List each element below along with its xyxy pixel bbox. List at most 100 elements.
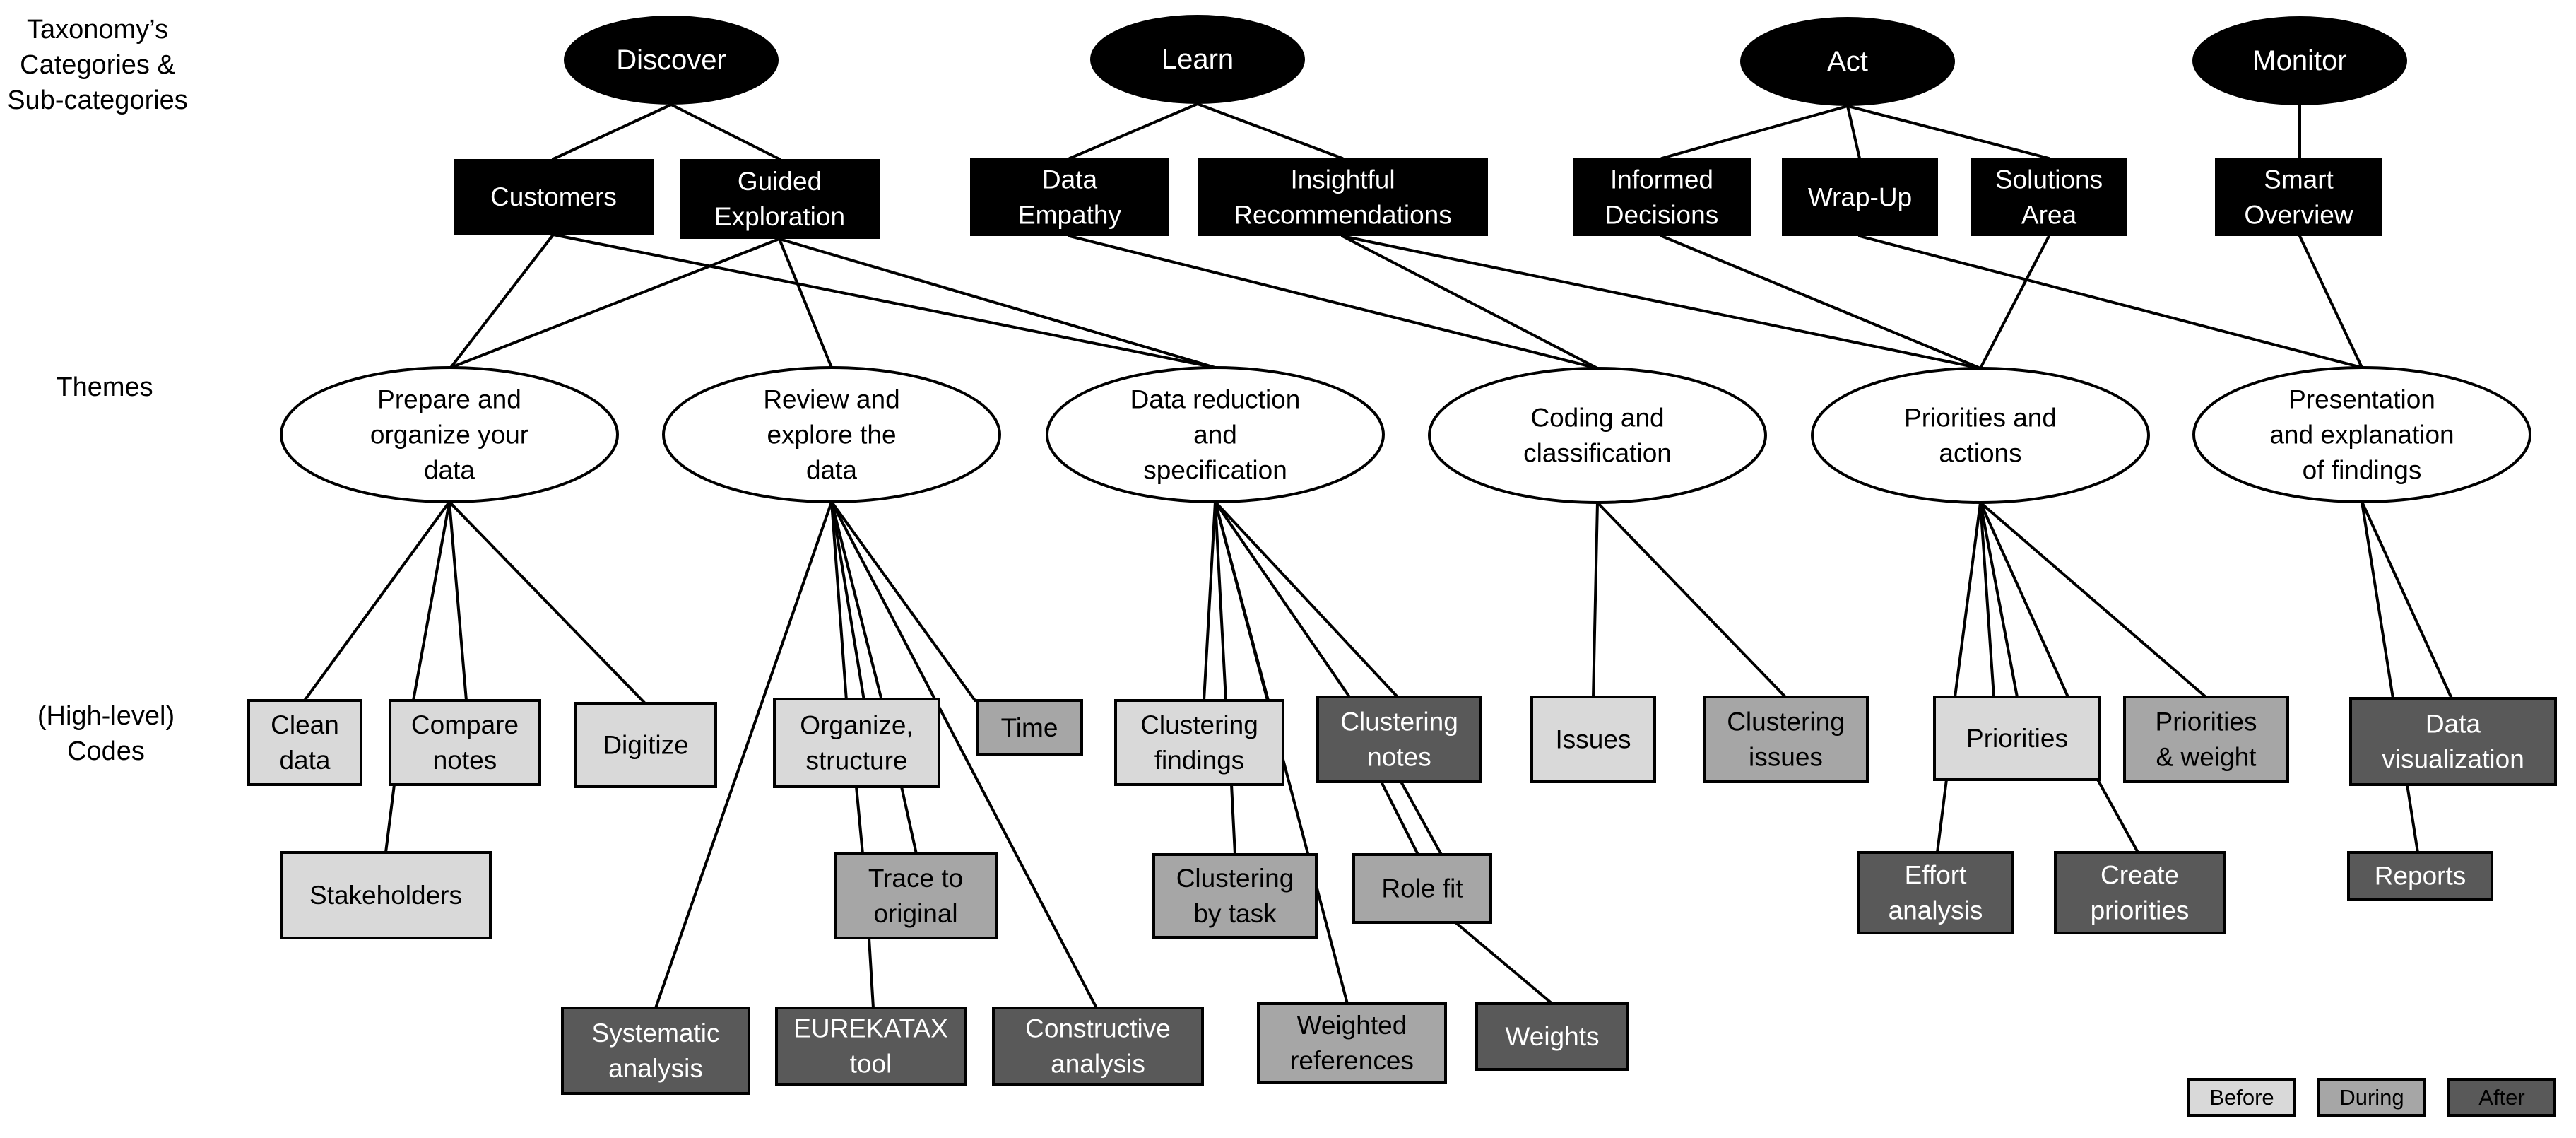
- code-label-line: Clean: [271, 710, 339, 739]
- subcategory-box: [1782, 158, 1938, 236]
- connector-line: [1979, 501, 2207, 698]
- connector-line: [1979, 501, 1995, 698]
- legend-item-before: Before: [2187, 1078, 2296, 1117]
- code-label: Priorities& weight: [2156, 708, 2257, 772]
- connector-line: [2298, 235, 2363, 369]
- code-label-line: notes: [1367, 743, 1431, 772]
- code-label: Weights: [1506, 1022, 1600, 1051]
- connector-line: [1380, 780, 1419, 856]
- code-priorities-weight: Priorities& weight: [2123, 696, 2289, 783]
- connector-line: [1068, 102, 1199, 160]
- connector-line: [1846, 105, 2050, 160]
- taxonomy-row-label-line: Sub-categories: [7, 86, 188, 115]
- code-label-line: by task: [1193, 899, 1277, 928]
- theme-label-line: organize your: [370, 421, 528, 450]
- theme-label-line: explore the: [767, 421, 896, 450]
- connector-line: [1596, 501, 1787, 698]
- code-label-line: Effort: [1905, 861, 1967, 890]
- code-box: [1933, 696, 2101, 781]
- code-box: [1316, 696, 1482, 783]
- code-label: Role fit: [1381, 874, 1463, 903]
- connector-line: [830, 500, 883, 702]
- code-box: [2347, 851, 2493, 901]
- connector-line: [1341, 235, 1982, 370]
- taxonomy-row-label-line: Categories &: [20, 50, 175, 80]
- code-label: Time: [1001, 713, 1058, 742]
- codes-row-label-line: (High-level): [37, 701, 175, 731]
- subcategory-label-line: Insightful: [1290, 165, 1395, 194]
- legend-label: After: [2478, 1085, 2524, 1110]
- category-label: Learn: [1162, 44, 1234, 75]
- code-box: [1114, 699, 1284, 786]
- connector-line: [855, 785, 864, 855]
- category-ellipse: [2192, 16, 2407, 105]
- subcategory-label-line: Empathy: [1018, 201, 1122, 230]
- subcategory-label-line: Overview: [2244, 201, 2353, 230]
- code-label-line: Weighted: [1297, 1011, 1407, 1040]
- connector-line: [1979, 235, 2050, 370]
- code-box: [280, 851, 492, 939]
- code-box: [561, 1007, 750, 1095]
- theme-label-line: data: [424, 456, 475, 485]
- code-stakeholders: Stakeholders: [280, 851, 492, 939]
- code-reports: Reports: [2347, 851, 2493, 901]
- subcategory-box: [970, 158, 1169, 236]
- code-box: [1352, 853, 1492, 924]
- connector-line: [1454, 921, 1554, 1005]
- connector-line: [1214, 500, 1399, 698]
- connector-line: [1068, 235, 1599, 370]
- connector-line: [1979, 501, 2069, 698]
- code-box: [2054, 851, 2226, 934]
- code-issues: Issues: [1530, 696, 1656, 783]
- code-label-line: Digitize: [603, 731, 688, 760]
- connector-line: [1214, 500, 1227, 702]
- category-label-line: Monitor: [2252, 45, 2346, 76]
- subcategory-label-line: Guided: [738, 167, 822, 196]
- code-label-line: Role fit: [1381, 874, 1463, 903]
- connector-line: [670, 103, 781, 160]
- code-label-line: Clustering: [1176, 864, 1294, 893]
- theme-label-line: Coding and: [1530, 404, 1664, 433]
- code-digitize: Digitize: [574, 702, 717, 788]
- connector-line: [1954, 501, 1982, 698]
- code-box: [2123, 696, 2289, 783]
- code-clustering-by-task: Clustering by task: [1152, 853, 1318, 939]
- connector-line: [552, 103, 673, 160]
- code-box: [389, 699, 541, 786]
- connector-line: [1230, 783, 1236, 856]
- code-label-line: Trace to: [868, 864, 963, 893]
- code-label-line: notes: [433, 746, 497, 775]
- connector-line: [384, 783, 396, 854]
- code-label-line: Priorities: [1966, 724, 2068, 753]
- code-box: [1257, 1002, 1447, 1084]
- theme-ellipse: [2192, 366, 2531, 503]
- code-box: [2349, 697, 2557, 786]
- code-box: [574, 702, 717, 788]
- connector-line: [552, 233, 1217, 369]
